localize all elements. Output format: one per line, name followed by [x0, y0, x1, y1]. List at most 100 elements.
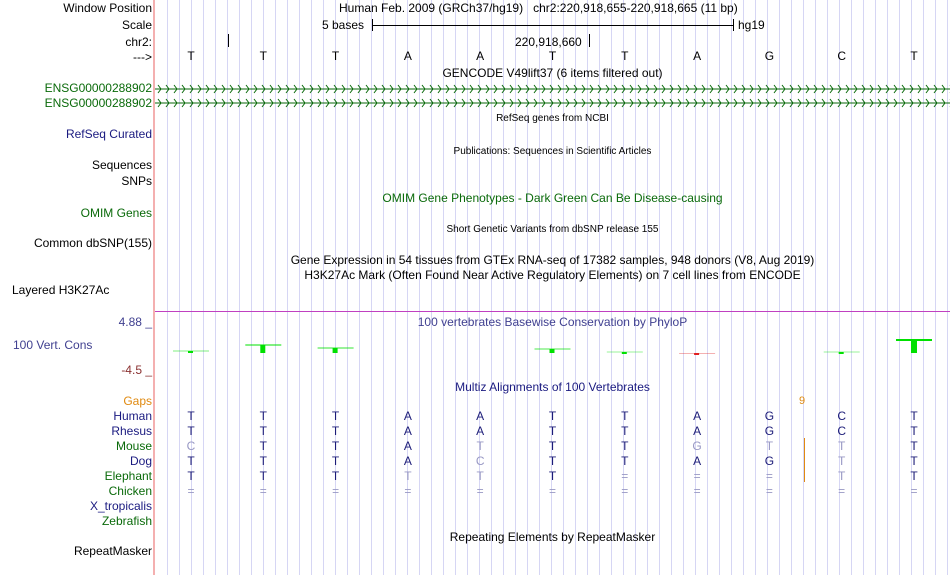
aligned-base: T — [331, 439, 340, 453]
aligned-base: = — [765, 469, 773, 483]
aligned-base: T — [331, 454, 340, 468]
gencode-item-label[interactable]: ENSG00000288902 — [44, 81, 152, 95]
conservation-bar — [679, 353, 716, 355]
aligned-base: T — [187, 454, 195, 468]
aligned-base: T — [838, 454, 846, 468]
h3k27ac-title: H3K27Ac Mark (Often Found Near Active Re… — [304, 268, 801, 282]
conservation-min: -4.5 _ — [121, 363, 152, 377]
scale-text: 5 bases — [322, 18, 365, 32]
conservation-label[interactable]: 100 Vert. Cons — [13, 338, 93, 352]
aligned-base: T — [476, 469, 484, 483]
aligned-base: T — [259, 454, 267, 468]
conservation-bar — [245, 344, 282, 353]
conservation-bar — [823, 351, 860, 354]
species-label[interactable]: Dog — [129, 454, 152, 468]
aligned-base: T — [838, 469, 846, 483]
gap-count: 9 — [799, 395, 806, 407]
window-position-label[interactable]: Window Position — [63, 1, 152, 15]
aligned-base: T — [259, 439, 267, 453]
refseq-label[interactable]: RefSeq Curated — [65, 127, 152, 141]
gene-feature[interactable] — [155, 96, 950, 110]
conservation-bar — [606, 351, 643, 354]
pubs-label[interactable]: Sequences — [91, 158, 152, 172]
repeatmasker-label[interactable]: RepeatMasker — [73, 544, 152, 558]
species-label[interactable]: Chicken — [108, 484, 152, 498]
base: T — [259, 49, 267, 63]
aligned-base: A — [693, 424, 702, 438]
label-divider[interactable] — [153, 0, 155, 575]
aligned-base: = — [621, 484, 629, 498]
snps-label[interactable]: SNPs — [121, 174, 152, 188]
scale-bar — [372, 25, 733, 26]
gaps-label[interactable]: Gaps — [123, 394, 152, 408]
aligned-base: T — [331, 469, 340, 483]
conservation-bar — [534, 348, 571, 353]
aligned-base: G — [764, 424, 775, 438]
aligned-base: T — [259, 469, 267, 483]
refseq-title: RefSeq genes from NCBI — [496, 113, 609, 124]
conservation-bar — [317, 347, 354, 353]
strand-label[interactable]: ---> — [133, 50, 152, 64]
base: T — [187, 49, 195, 63]
dbsnp-label[interactable]: Common dbSNP(155) — [33, 236, 152, 250]
aligned-base: T — [187, 469, 195, 483]
species-label[interactable]: Mouse — [115, 439, 152, 453]
aligned-base: T — [404, 469, 412, 483]
gencode-gene-features[interactable] — [155, 82, 950, 110]
aligned-base: A — [693, 454, 702, 468]
aligned-base: T — [476, 439, 484, 453]
aligned-base: = — [187, 484, 195, 498]
base: T — [548, 49, 557, 63]
aligned-base: = — [332, 484, 340, 498]
aligned-base: T — [259, 424, 267, 438]
aligned-base: A — [403, 454, 412, 468]
aligned-base: A — [403, 439, 412, 453]
aligned-base: T — [187, 424, 195, 438]
aligned-base: = — [476, 484, 484, 498]
base: A — [476, 49, 485, 63]
aligned-base: = — [693, 469, 701, 483]
omim-label[interactable]: OMIM Genes — [80, 206, 152, 220]
base: C — [837, 49, 847, 63]
conservation-plot[interactable] — [155, 320, 950, 375]
aligned-base: G — [692, 439, 702, 453]
aligned-base: = — [259, 484, 267, 498]
aligned-base: T — [548, 439, 557, 453]
species-label[interactable]: Human — [113, 409, 152, 423]
aligned-base: T — [621, 409, 629, 423]
dbsnp-title: Short Genetic Variants from dbSNP releas… — [446, 224, 659, 235]
chrom-label[interactable]: chr2: — [125, 35, 152, 49]
window-position: Human Feb. 2009 (GRCh37/hg19) chr2:220,9… — [339, 1, 738, 15]
conservation-bar — [173, 350, 209, 353]
track-separator — [155, 311, 950, 312]
aligned-base: T — [910, 439, 918, 453]
gencode-item-label[interactable]: ENSG00000288902 — [44, 96, 152, 110]
aligned-base: T — [548, 424, 557, 438]
aligned-base: A — [693, 409, 702, 423]
aligned-base: T — [331, 424, 340, 438]
species-label[interactable]: X_tropicalis — [89, 499, 152, 513]
gene-feature[interactable] — [155, 82, 950, 96]
species-label[interactable]: Rhesus — [111, 424, 152, 438]
aligned-base: C — [837, 424, 847, 438]
conservation-max: 4.88 _ — [118, 315, 152, 329]
aligned-base: T — [621, 424, 629, 438]
aligned-base: = — [404, 484, 412, 498]
aligned-base: T — [548, 454, 557, 468]
aligned-base: T — [765, 439, 774, 453]
omim-title: OMIM Gene Phenotypes - Dark Green Can Be… — [382, 191, 723, 205]
scale-label[interactable]: Scale — [121, 18, 152, 32]
species-label[interactable]: Zebrafish — [101, 514, 152, 528]
aligned-base: C — [475, 454, 485, 468]
aligned-base: = — [693, 484, 701, 498]
aligned-base: T — [838, 439, 846, 453]
pubs-title: Publications: Sequences in Scientific Ar… — [453, 146, 652, 157]
h3k27ac-label[interactable]: Layered H3K27Ac — [12, 283, 110, 297]
aligned-base: T — [331, 409, 340, 423]
aligned-base: T — [259, 409, 267, 423]
species-label[interactable]: Elephant — [104, 469, 152, 483]
scale-bar-right — [733, 19, 734, 31]
aligned-base: T — [621, 454, 629, 468]
aligned-base: = — [548, 484, 556, 498]
coord-tick — [589, 34, 590, 47]
